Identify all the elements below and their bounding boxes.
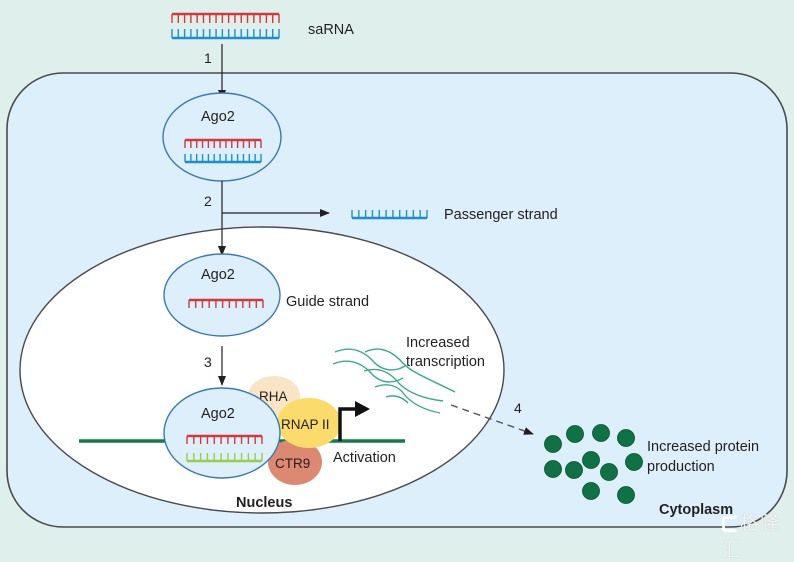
increased-protein-label-line2: production [647, 459, 715, 475]
guide-strand-label: Guide strand [286, 294, 369, 310]
protein-molecule [617, 429, 635, 447]
step-1-number: 1 [204, 50, 212, 66]
ago2-complex-2 [163, 253, 281, 337]
ago2-1-duplex [184, 138, 262, 164]
ctr9-protein [268, 439, 322, 485]
protein-molecule [582, 482, 600, 500]
ago2-complex-1 [162, 92, 282, 182]
nucleus-label: Nucleus [236, 495, 292, 511]
mrna-transcript [374, 384, 441, 414]
rha-label: RHA [259, 389, 288, 404]
protein-molecule [565, 461, 583, 479]
protein-molecule [600, 463, 618, 481]
sarna-label: saRNA [308, 22, 354, 38]
ago2-label-2: Ago2 [201, 267, 235, 283]
mrna-transcript [334, 348, 406, 371]
protein-molecule [582, 451, 600, 469]
protein-molecule [566, 425, 584, 443]
guide-strand [188, 298, 264, 308]
passenger-strand-bases [351, 210, 428, 220]
sarna-duplex [171, 12, 280, 40]
step-4-number: 4 [514, 400, 522, 416]
increased-transcription-label-line1: Increased [406, 335, 470, 351]
sarna-sense-strand [171, 12, 280, 23]
transcription-arrowhead [355, 401, 370, 417]
protein-cluster [544, 424, 643, 504]
mrna-transcripts [332, 348, 456, 414]
passenger-strand-label: Passenger strand [444, 207, 558, 223]
step-3-number: 3 [204, 354, 212, 370]
step-4-arrow [450, 404, 534, 435]
transcription-start-arrow [338, 407, 357, 441]
mrna-transcript [363, 368, 444, 402]
sarna-antisense-strand [171, 29, 280, 40]
ago2-label-1: Ago2 [201, 109, 235, 125]
watermark: 格隆汇 [722, 508, 794, 562]
rnap-ii-protein [277, 398, 341, 448]
step-2-number: 2 [204, 193, 212, 209]
mrna-transcript [385, 395, 409, 404]
protein-molecule [617, 486, 635, 504]
increased-protein-label-line1: Increased protein [647, 439, 759, 455]
ago2-3-target-strand [186, 453, 263, 463]
ago2-1-passenger-strand [184, 154, 262, 164]
watermark-logo-icon [722, 516, 738, 532]
ago2-1-guide-strand [184, 138, 262, 148]
ago2-label-3: Ago2 [201, 406, 235, 422]
mrna-transcript [332, 360, 404, 383]
guide-target-duplex [186, 434, 263, 463]
activation-label: Activation [333, 450, 396, 466]
rnap-ii-label: RNAP II [281, 417, 330, 432]
protein-molecule [625, 453, 643, 471]
ago2-3-guide-strand [186, 434, 263, 444]
diagram-canvas: saRNA 1 Ago2 2 Passenger strand Ago2 Gui… [6, 12, 788, 528]
increased-transcription-label-line2: transcription [406, 354, 485, 370]
protein-molecule [592, 424, 610, 442]
guide-strand-bases [188, 298, 264, 308]
passenger-strand [351, 210, 428, 220]
ago2-complex-3 [163, 387, 281, 479]
protein-molecule [544, 435, 562, 453]
cytoplasm-label: Cytoplasm [659, 502, 733, 518]
ctr9-label: CTR9 [275, 456, 310, 471]
mrna-transcript [364, 348, 456, 393]
protein-molecule [544, 460, 562, 478]
